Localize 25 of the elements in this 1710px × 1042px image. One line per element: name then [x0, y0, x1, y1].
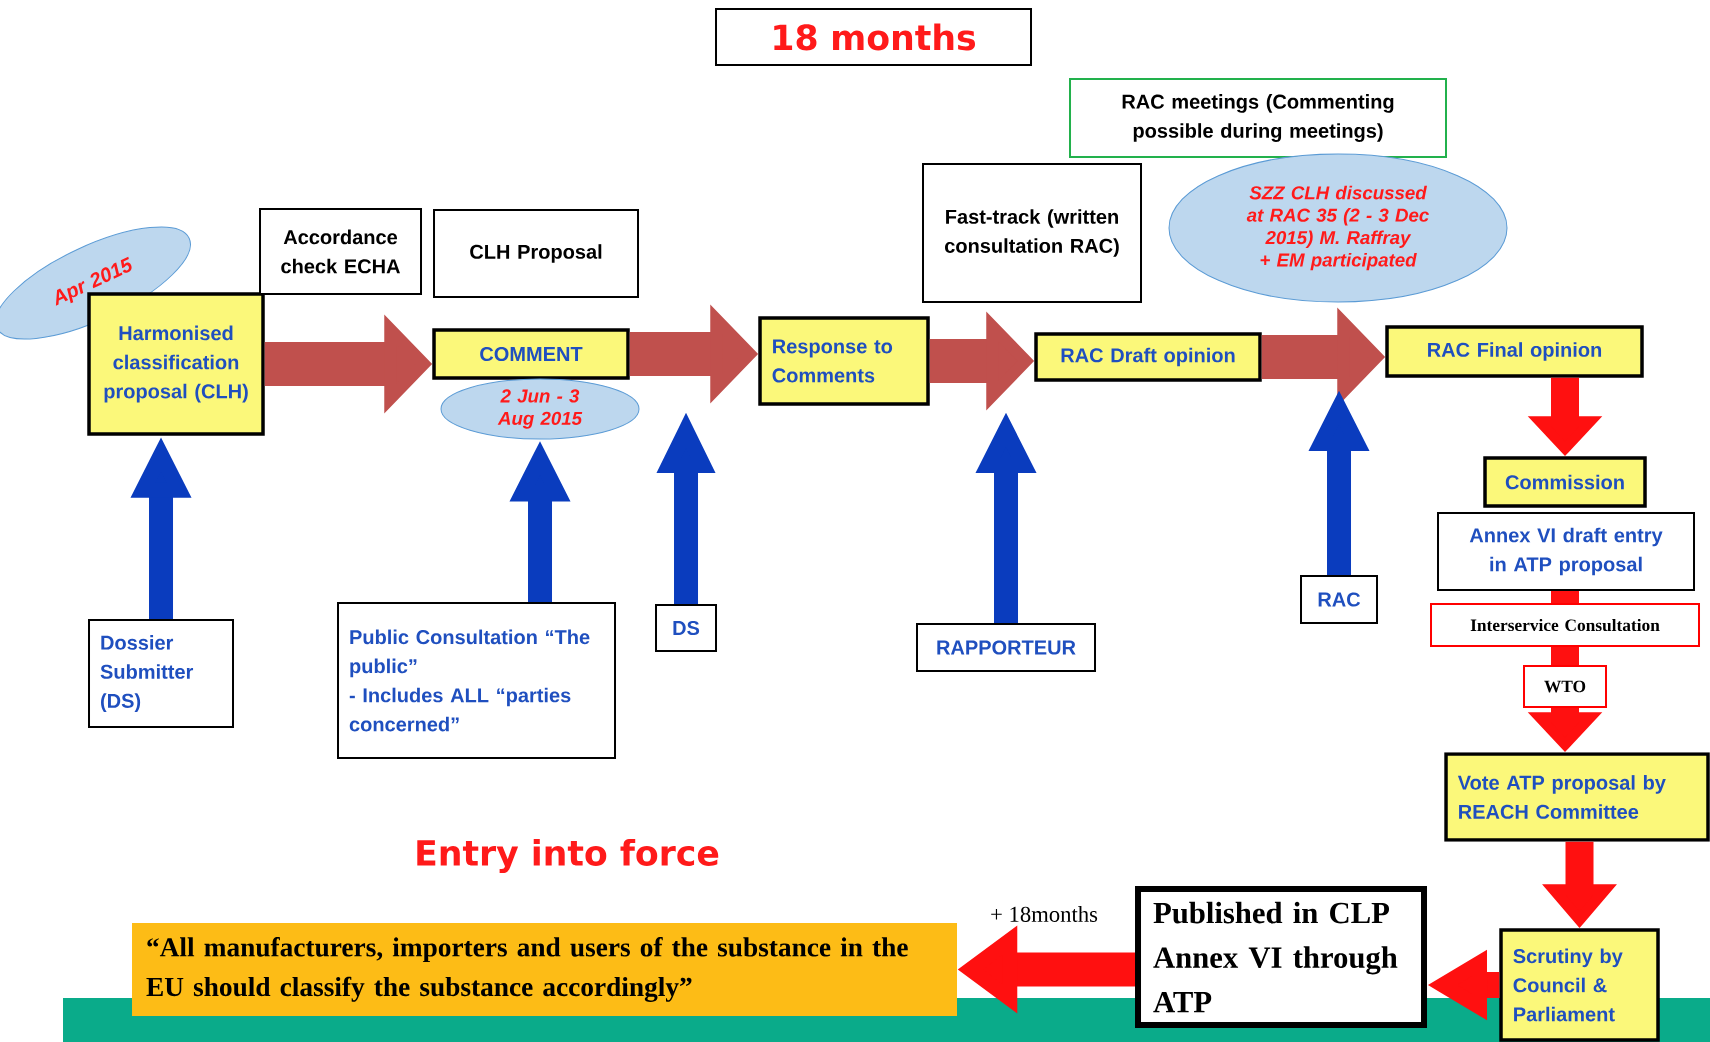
actor-box: Dossier Submitter (DS)	[88, 619, 234, 728]
actor-box: DS	[655, 604, 717, 652]
process-box: Commission	[1483, 456, 1647, 508]
actor-box: Public Consultation “The public” - Includes ALL “parties concerned”	[337, 602, 616, 759]
process-box: RAC Final opinion	[1385, 325, 1644, 378]
process-box: Harmonised classification proposal (CLH)	[87, 292, 265, 436]
step-box: WTO	[1523, 665, 1607, 708]
process-box: Scrutiny by Council & Parliament	[1499, 928, 1660, 1042]
step-box: Fast-track (written consultation RAC)	[922, 163, 1142, 303]
process-box: Annex VI draft entry in ATP proposal	[1437, 512, 1695, 591]
quote-box: “All manufacturers, importers and users of the substance in the EU should classify the substance accordingly”	[132, 923, 957, 1016]
process-box: Published in CLP Annex VI through ATP	[1135, 886, 1427, 1028]
process-box: COMMENT	[432, 328, 630, 380]
step-box: Interservice Consultation	[1430, 603, 1700, 647]
actor-box: RAPPORTEUR	[916, 623, 1096, 672]
process-box: Vote ATP proposal by REACH Committee	[1444, 752, 1710, 842]
edge-label: + 18months	[991, 906, 1098, 922]
title-box: 18 months	[715, 8, 1032, 66]
note-box: RAC meetings (Commenting possible during meetings)	[1069, 78, 1447, 158]
actor-box: RAC	[1300, 575, 1378, 624]
process-box: RAC Draft opinion	[1034, 332, 1262, 382]
step-box: CLH Proposal	[433, 209, 639, 298]
step-box: Accordance check ECHA	[259, 208, 422, 295]
process-box: Response to Comments	[758, 316, 930, 406]
heading-text: Entry into force	[417, 839, 719, 873]
